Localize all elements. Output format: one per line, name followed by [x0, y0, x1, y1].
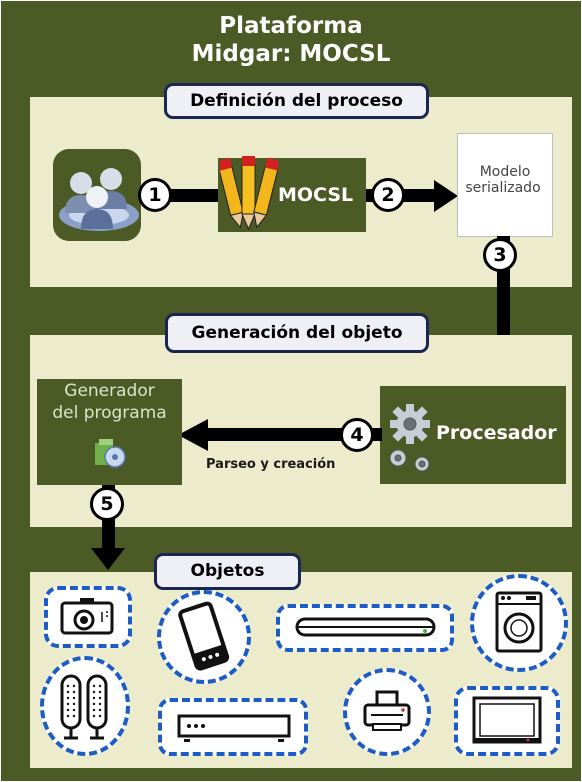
pencils-icon [220, 156, 278, 231]
procesador-box: Procesador [380, 386, 566, 484]
camera-icon [60, 598, 114, 635]
modelo-serializado-box: Modelo serializado [457, 133, 553, 237]
users-icon [59, 168, 139, 231]
modelo-label-2: serializado [465, 180, 541, 196]
arrow-procesador-generador-head [178, 419, 208, 451]
parseo-label: Parseo y creación [206, 457, 336, 472]
procesador-label: Procesador [436, 422, 557, 444]
sensor-bar-object [276, 604, 454, 652]
sensor-bar-icon [295, 617, 436, 637]
smartphone-object [157, 590, 251, 684]
modelo-label-1: Modelo [479, 164, 531, 180]
generador-label-2: del programa [52, 403, 167, 423]
mocsl-box: MOCSL [218, 156, 366, 232]
generador-label-1: Generador [64, 381, 155, 401]
arrow-generador-objetos-head [91, 548, 125, 570]
smartphone-icon [178, 601, 230, 671]
section-definicion-label: Definición del proceso [164, 83, 429, 119]
printer-object [343, 668, 431, 756]
platform-title: Plataforma Midgar: MOCSL [0, 12, 582, 68]
speakers-icon [60, 674, 108, 740]
arrow-mocsl-modelo-head [434, 180, 458, 212]
gears-icon [389, 404, 430, 472]
set-top-box-icon [177, 714, 291, 742]
section-generacion-label: Generación del objeto [165, 313, 429, 353]
installer-icon [95, 439, 126, 468]
section-objetos-label: Objetos [154, 553, 301, 590]
step-4: 4 [340, 418, 374, 452]
title-line-1: Plataforma [219, 13, 363, 39]
mocsl-label: MOCSL [278, 184, 354, 206]
camera-object [44, 586, 132, 648]
printer-icon [363, 690, 411, 731]
step-2: 2 [371, 178, 405, 212]
step-5: 5 [90, 487, 124, 521]
step-1: 1 [138, 178, 172, 212]
set-top-box-object [158, 698, 308, 756]
washing-machine-object [470, 574, 568, 672]
title-line-2: Midgar: MOCSL [191, 41, 391, 67]
monitor-icon [472, 696, 542, 744]
washing-machine-icon [495, 591, 543, 653]
speakers-object [40, 656, 130, 756]
step-3: 3 [483, 238, 517, 272]
monitor-object [454, 686, 560, 756]
users-box [53, 149, 141, 241]
generador-box: Generador del programa [37, 379, 182, 485]
arrow-procesador-generador-shaft [206, 428, 382, 441]
